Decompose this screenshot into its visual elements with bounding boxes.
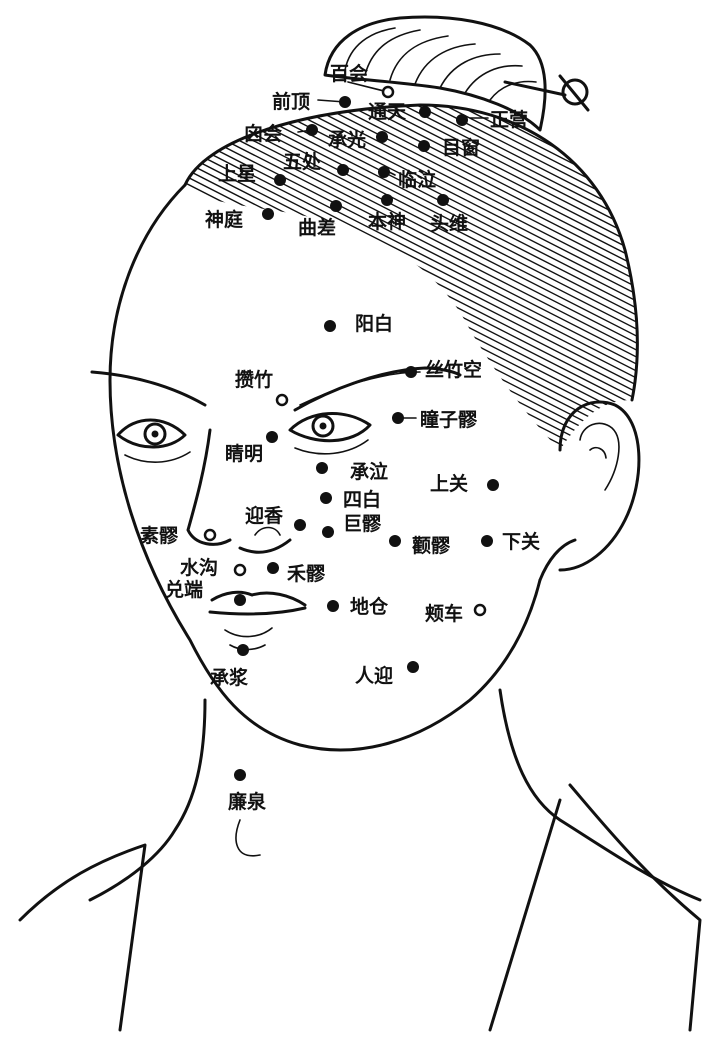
acupoint-marker-xinhui [306,124,318,136]
acupoint-label-benshen: 本神 [368,210,406,233]
acupoint-marker-suliao [205,530,215,540]
collar-left [20,845,145,1030]
eye-far [290,414,370,454]
acupoint-label-qianding: 前顶 [272,90,310,113]
acupoint-label-sibai: 四白 [343,488,381,511]
acupoint-marker-qucha [330,200,342,212]
acupoint-label-wuchu: 五处 [283,150,322,173]
acupoint-label-xinhui: 囟会 [244,122,282,145]
acupoint-marker-shenting [262,208,274,220]
acupoint-label-chengguang: 承光 [328,128,366,151]
acupoint-marker-heliao [267,562,279,574]
acupoint-marker-touwei [437,194,449,206]
acupoint-label-chengjiang: 承浆 [210,666,249,689]
acupoint-label-tongtian: 通天 [368,101,407,123]
acupoint-marker-muchuang [418,140,430,152]
acupoint-marker-wuchu [337,164,349,176]
acupoint-marker-chengguang [376,131,388,143]
acupoint-label-quanliao: 颧髎 [412,535,451,557]
acupoint-marker-baihui [383,87,393,97]
acupoint-marker-tongziliao [392,412,404,424]
acupoint-label-baihui: 百会 [330,62,368,85]
acupoint-marker-qianding [339,96,351,108]
acupoint-label-jingming: 睛明 [225,442,263,465]
acupoint-label-shangxing: 上星 [218,163,256,185]
acupoint-marker-cuanzhu [277,395,287,405]
acupoint-marker-jingming [266,431,278,443]
acupoint-label-yangbai: 阳白 [355,312,393,335]
acupoint-label-tongziliao: 瞳子髎 [420,408,478,431]
acupoint-marker-shuigou [235,565,245,575]
acupoint-label-jiache: 颊车 [425,602,463,625]
acupoint-marker-yangbai [324,320,336,332]
acupoint-label-linqi: 临泣 [398,168,436,191]
acupoint-label-zhengying: 正营 [490,108,528,131]
acupoint-label-juliao: 巨髎 [343,513,382,535]
acupoint-label-shuigou: 水沟 [180,556,218,579]
acupoint-marker-zhengying [456,114,468,126]
collar-right [490,785,700,1030]
ear [560,402,639,570]
acupoint-label-yingxiang: 迎香 [245,504,284,527]
acupoint-label-shenting: 神庭 [205,208,243,231]
throat-mark [236,820,260,856]
eye-near [118,420,190,462]
acupoint-marker-jiache [475,605,485,615]
acupoint-marker-dicang [327,600,339,612]
jaw-line [540,540,575,580]
acupoint-label-lianquan: 廉泉 [228,790,267,813]
acupoint-marker-duiduan [234,594,246,606]
acupoint-label-dicang: 地仓 [350,595,389,618]
neck-right [500,690,700,900]
acupoint-label-sizhukong: 丝竹空 [425,358,482,381]
acupoint-marker-shangguan [487,479,499,491]
acupoint-label-cuanzhu: 攒竹 [235,368,273,391]
acupoint-marker-chengjiang [237,644,249,656]
acupoint-marker-linqi [378,166,390,178]
acupoint-label-touwei: 头维 [430,212,468,235]
acupoint-marker-renying [407,661,419,673]
acupoint-marker-benshen [381,194,393,206]
acupoint-marker-sizhukong [405,366,417,378]
acupoint-label-qucha: 曲差 [298,216,336,239]
acupoint-marker-lianquan [234,769,246,781]
acupoint-label-chengqi: 承泣 [350,460,388,483]
acupoint-label-muchuang: 目窗 [442,136,480,159]
acupoint-label-suliao: 素髎 [140,524,179,547]
acupoint-label-xiaguan: 下关 [502,530,540,553]
acupoint-marker-tongtian [419,106,431,118]
acupoint-label-shangguan: 上关 [430,472,468,495]
hair-hatching [150,0,660,873]
acupoint-label-heliao: 禾髎 [287,563,326,585]
acupoint-marker-yingxiang [294,519,306,531]
acupoint-label-duiduan: 兑端 [165,578,203,601]
acupoint-marker-shangxing [274,174,286,186]
acupoint-marker-quanliao [389,535,401,547]
neck-left [90,700,205,900]
acupoint-marker-juliao [322,526,334,538]
acupoint-label-renying: 人迎 [355,664,393,687]
acupoint-marker-sibai [320,492,332,504]
acupoint-marker-xiaguan [481,535,493,547]
mouth [210,592,305,614]
acupoint-marker-chengqi [316,462,328,474]
